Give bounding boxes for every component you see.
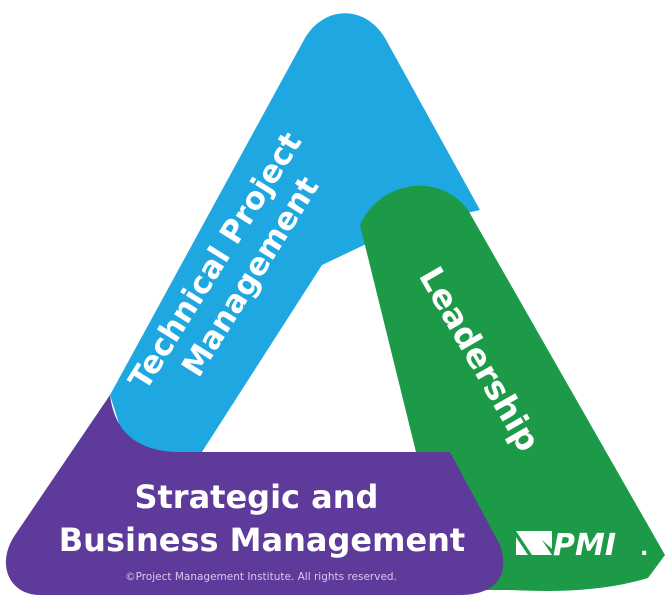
pmi-logo-text: PMI	[553, 528, 616, 563]
strategic-label-line-1: Strategic and	[134, 478, 378, 516]
strategic-label-line-2: Business Management	[59, 521, 465, 559]
pmi-logo: PMI .	[516, 528, 648, 563]
pmi-logo-dot: .	[640, 536, 648, 561]
copyright-text: ©Project Management Institute. All right…	[125, 571, 397, 583]
pmi-logo-mark-icon	[516, 531, 552, 555]
technical-band	[110, 13, 480, 465]
strategic-label: Strategic and Business Management	[59, 478, 465, 559]
strategic-band	[5, 395, 504, 595]
